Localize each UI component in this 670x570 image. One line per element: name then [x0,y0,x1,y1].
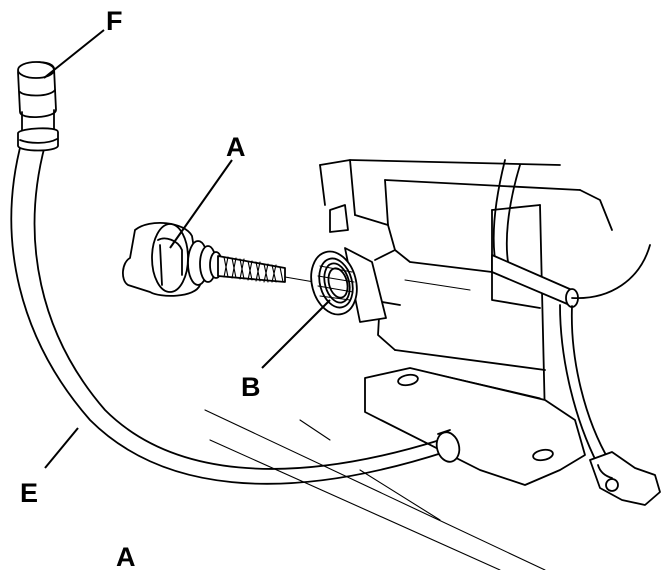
drain-hose [10,139,461,485]
base-floor-lines [204,409,546,570]
engine-housing [319,159,651,466]
threaded-drain-hole [310,247,387,323]
callout-leaders [43,29,331,469]
label-a-plug: A [226,132,246,162]
mounting-bracket [364,367,586,486]
hose-clamp-fitting [589,451,661,506]
label-e: E [20,478,38,508]
label-a-figure: A [116,542,136,570]
label-b: B [241,372,261,402]
drain-plug [122,222,321,297]
hose-cap [17,61,59,152]
label-f: F [106,6,123,36]
